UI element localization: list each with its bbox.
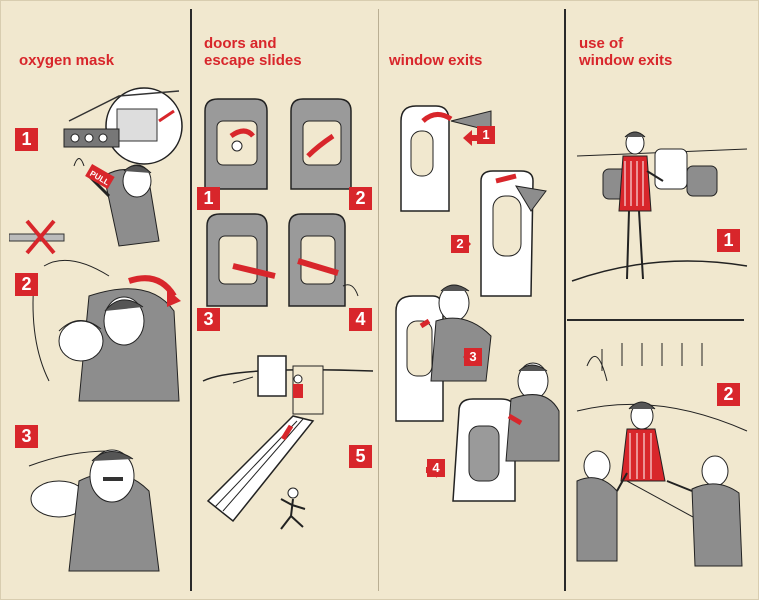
door-step-1-badge: 1 [197,187,220,210]
step-2-badge: 2 [15,273,38,296]
doors-slides-illustration [202,98,374,530]
column-divider [190,9,192,591]
row-divider [567,319,744,321]
use-window-exits-illustration [571,131,748,567]
column-divider [564,9,566,591]
window-step-4-badge: 4 [427,459,445,477]
window-exits-illustration [395,105,560,502]
oxygen-mask-illustration: PULL [9,87,183,572]
door-step-2-badge: 2 [349,187,372,210]
use-step-1-badge: 1 [717,229,740,252]
step-3-badge: 3 [15,425,38,448]
window-step-1-badge: 1 [477,126,495,144]
door-step-5-badge: 5 [349,445,372,468]
door-step-3-badge: 3 [197,308,220,331]
heading-use-window-exits: use of window exits [579,35,673,69]
heading-window-exits: window exits [389,52,483,69]
heading-doors-slides: doors and escape slides [204,35,302,69]
heading-oxygen-mask: oxygen mask [19,52,115,69]
window-step-3-badge: 3 [464,348,482,366]
use-step-2-badge: 2 [717,383,740,406]
step-1-badge: 1 [15,128,38,151]
card-fold [378,9,379,591]
door-step-4-badge: 4 [349,308,372,331]
window-step-2-badge: 2 [451,235,469,253]
